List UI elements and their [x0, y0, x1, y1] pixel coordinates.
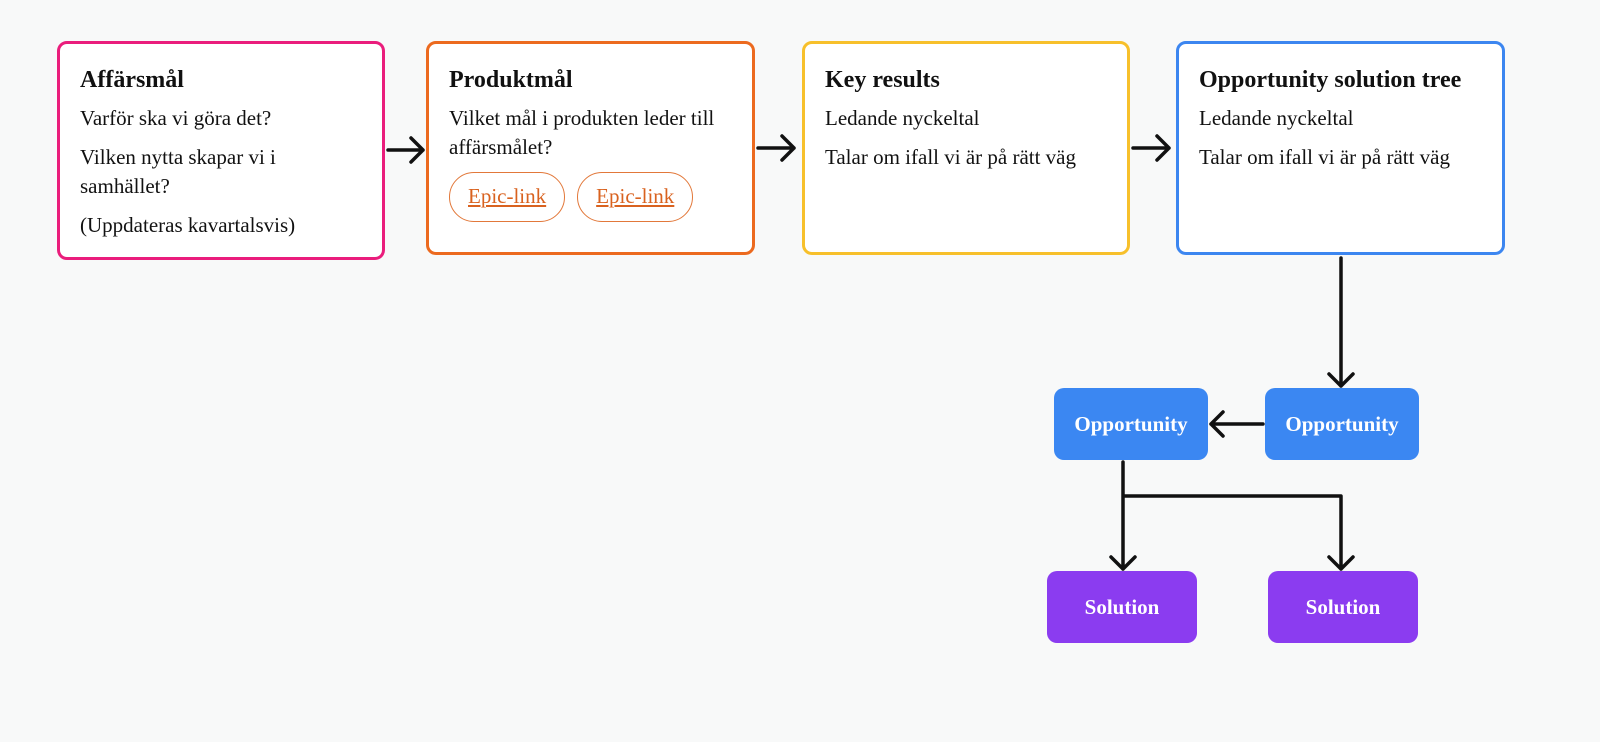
opportunity-node-left[interactable]: Opportunity [1054, 388, 1208, 460]
card-text: Talar om ifall vi är på rätt väg [825, 145, 1077, 169]
card-opportunity-solution-tree: Opportunity solution tree Ledande nyckel… [1176, 41, 1505, 255]
card-text: Varför ska vi göra det? [80, 106, 272, 130]
arrow-produktmal-to-key-results [756, 134, 796, 162]
opportunity-node-right[interactable]: Opportunity [1265, 388, 1419, 460]
arrow-opportunity-to-opportunity [1209, 410, 1265, 438]
card-title: Affärsmål [80, 67, 184, 93]
card-affarsmal: Affärsmål Varför ska vi göra det? Vilken… [57, 41, 385, 260]
epic-link-2[interactable]: Epic-link [577, 172, 694, 222]
card-text: Talar om ifall vi är på rätt väg [1199, 145, 1451, 169]
arrow-ost-to-opportunity [1327, 256, 1355, 388]
arrow-opportunity-to-solutions [1109, 460, 1355, 571]
arrow-key-results-to-ost [1131, 134, 1171, 162]
solution-node-left[interactable]: Solution [1047, 571, 1197, 643]
arrow-affarsmal-to-produktmal [386, 136, 425, 164]
card-title: Key results [825, 67, 940, 93]
card-text: (Uppdateras kavartalsvis) [80, 213, 296, 237]
card-text: Ledande nyckeltal [825, 106, 980, 130]
card-title: Opportunity solution tree [1199, 67, 1462, 93]
card-key-results: Key results Ledande nyckeltal Talar om i… [802, 41, 1130, 255]
epic-link-1[interactable]: Epic-link [449, 172, 566, 222]
card-text: Vilket mål i produkten leder till affärs… [449, 106, 715, 159]
card-produktmal: Produktmål Vilket mål i produkten leder … [426, 41, 755, 255]
epic-links: Epic-link Epic-link [449, 172, 732, 222]
solution-node-right[interactable]: Solution [1268, 571, 1418, 643]
card-text: Ledande nyckeltal [1199, 106, 1354, 130]
card-text: Vilken nytta skapar vi i samhället? [80, 145, 276, 198]
card-title: Produktmål [449, 67, 573, 93]
